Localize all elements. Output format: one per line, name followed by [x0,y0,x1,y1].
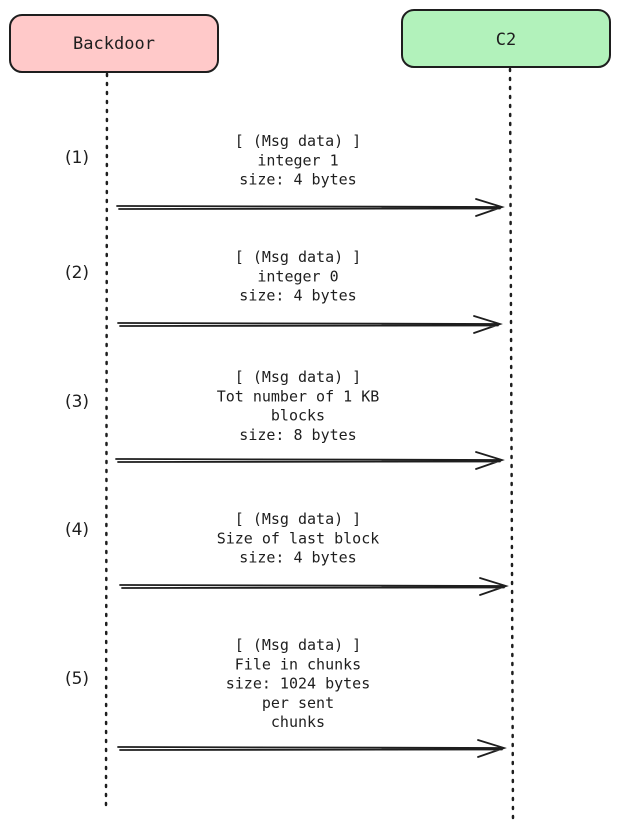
message-label-line: Size of last block [217,529,380,547]
step-number: (3) [65,392,89,412]
message-4: (4) [ (Msg data) ]Size of last block size:… [65,510,509,596]
message-label-line: [ (Msg data) ] [235,368,361,386]
message-label-line: size: 4 bytes [239,287,356,305]
message-label-line: size: 4 bytes [239,171,356,189]
message-label-line: size: 1024 bytes [226,675,371,693]
step-number: (4) [65,520,89,540]
message-label-line: blocks [271,407,325,425]
message-label-line: Tot number of 1 KB [217,387,380,405]
message-label-line: [ (Msg data) ] [235,132,361,150]
step-number: (2) [65,263,89,283]
step-number: (5) [65,669,89,689]
message-label-line: chunks [271,713,325,731]
message-1: (1) [ (Msg data) ]integer 1 size: 4 bytes [65,132,505,217]
message-label-line: size: 4 bytes [239,549,356,567]
message-label-line: integer 0 [257,267,338,285]
message-label-line: [ (Msg data) ] [235,510,361,528]
step-number: (1) [65,148,89,168]
participant-label: C2 [496,30,516,50]
message-5: (5) [ (Msg data) ]File in chunks size: 102… [65,636,507,758]
message-arrow [116,198,505,217]
message-label-line: size: 8 bytes [239,426,356,444]
message-arrow [115,451,505,470]
message-arrow [117,739,507,758]
message-label-line: File in chunks [235,655,361,673]
message-label-line: [ (Msg data) ] [235,248,361,266]
lifeline-c2 [508,67,515,824]
message-2: (2) [ (Msg data) ]integer 0 size: 4 bytes [65,248,503,334]
lifeline-backdoor [104,72,109,810]
message-arrow [117,315,503,334]
message-3: (3) [ (Msg data) ]Tot number of 1 KB block… [65,368,505,470]
message-label-line: [ (Msg data) ] [235,636,361,654]
participant-backdoor: Backdoor [9,14,219,73]
participant-label: Backdoor [73,34,155,54]
message-label-line: integer 1 [257,151,338,169]
message-label-line: per sent [262,694,334,712]
participant-c2: C2 [401,9,611,68]
message-arrow [119,577,509,596]
